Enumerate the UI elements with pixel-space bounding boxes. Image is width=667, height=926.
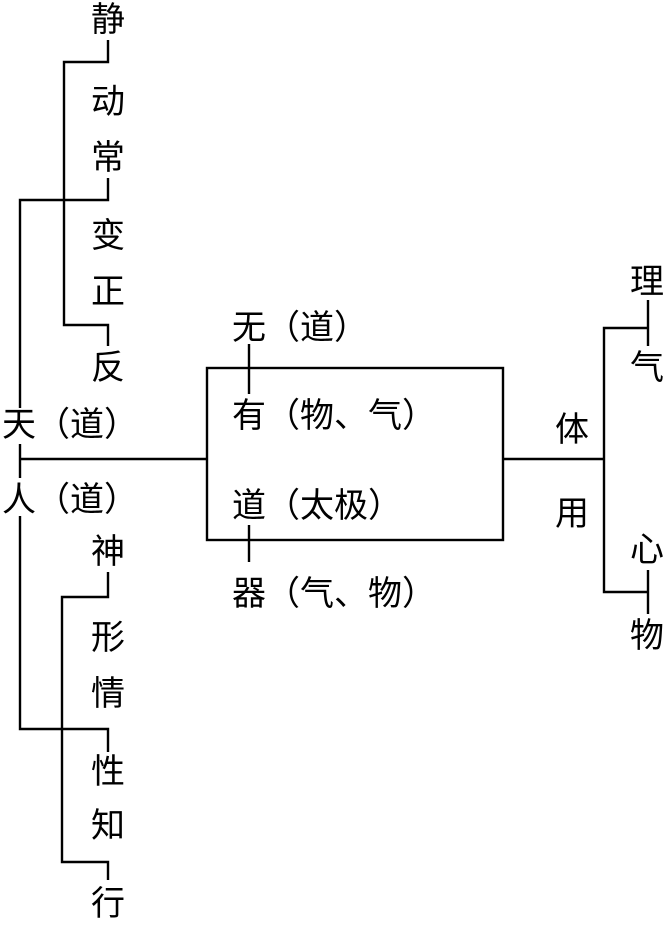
bracket-jing-dong-zheng-fan — [62, 40, 110, 346]
wu-dao-label: 无（道） — [232, 308, 368, 348]
char-xing-act: 行 — [91, 884, 125, 924]
char-yong: 用 — [555, 494, 589, 534]
tian-dao-label: 天（道） — [2, 405, 138, 445]
center-box — [205, 366, 505, 542]
char-wu-right: 物 — [630, 616, 664, 656]
dao-taiji-label: 道（太极） — [232, 486, 402, 526]
char-chang: 常 — [91, 138, 125, 178]
bracket-shen-xing-zhi-xing — [60, 572, 110, 880]
char-fan: 反 — [91, 348, 125, 388]
ren-dao-label: 人（道） — [2, 480, 138, 520]
char-xing-nature: 性 — [91, 752, 125, 792]
char-zhi: 知 — [91, 806, 125, 846]
char-qi-right: 气 — [630, 348, 664, 388]
bracket-li-qi — [602, 326, 648, 459]
you-wu-qi-label: 有（物、气） — [232, 396, 436, 436]
bracket-xin-wu — [602, 459, 648, 594]
char-ti: 体 — [555, 410, 589, 450]
char-xin: 心 — [630, 530, 664, 570]
qi-qi-wu-label: 器（气、物） — [232, 574, 436, 614]
char-xing-form: 形 — [91, 618, 125, 658]
char-jing: 静 — [91, 0, 125, 40]
char-shen: 神 — [91, 532, 125, 572]
char-dong: 动 — [91, 82, 125, 122]
char-qing: 情 — [91, 674, 125, 714]
bracket-ren-xing — [18, 516, 110, 752]
char-zheng: 正 — [91, 272, 125, 312]
bracket-chang-bian — [18, 178, 110, 408]
char-bian: 变 — [91, 216, 125, 256]
char-li: 理 — [630, 262, 664, 302]
